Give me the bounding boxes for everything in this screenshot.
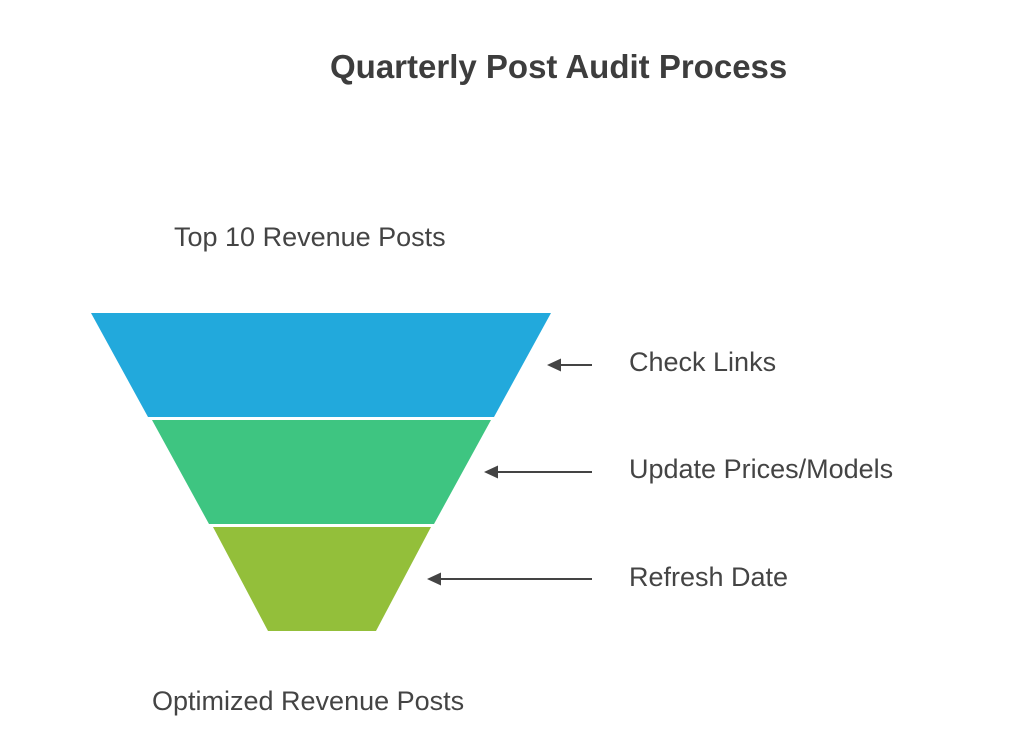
funnel-output-label: Optimized Revenue Posts <box>152 686 465 716</box>
funnel-input-label: Top 10 Revenue Posts <box>174 222 446 252</box>
funnel-stage-2-segment <box>152 420 491 524</box>
diagram-title: Quarterly Post Audit Process <box>330 48 788 85</box>
funnel-stage-3-segment <box>213 527 431 631</box>
stage-3-arrow <box>427 572 592 586</box>
stage-label-update-prices-models: Update Prices/Models <box>629 454 894 484</box>
stage-2-arrow <box>484 465 592 479</box>
stage-1-arrow <box>547 358 592 372</box>
funnel-stage-1-segment <box>91 313 551 417</box>
stage-label-check-links: Check Links <box>629 347 777 377</box>
stage-label-refresh-date: Refresh Date <box>629 562 789 592</box>
